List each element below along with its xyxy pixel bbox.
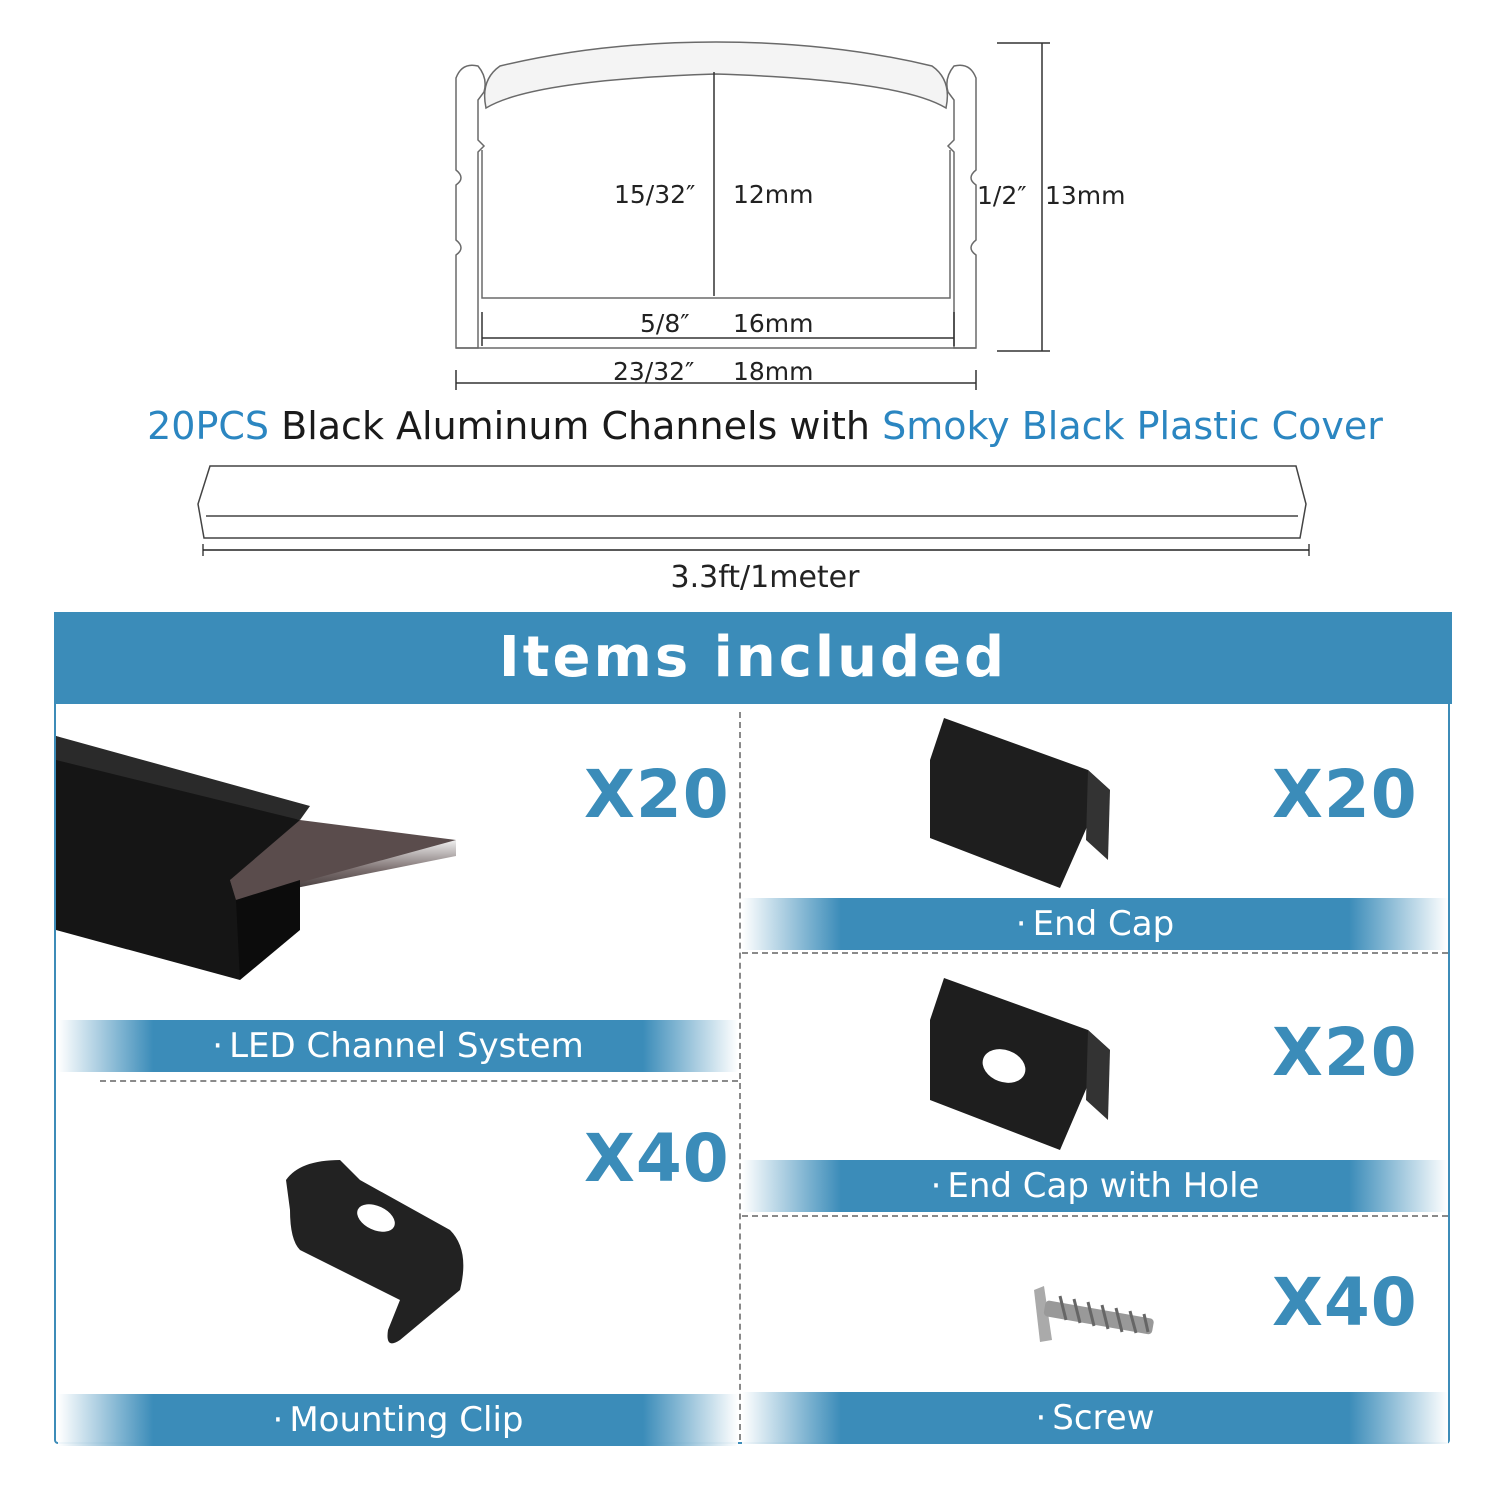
bullet: · [1015, 904, 1027, 944]
technical-drawing [197, 41, 1310, 556]
label-text: Mounting Clip [289, 1400, 524, 1440]
label-text: Screw [1052, 1398, 1155, 1438]
bullet: · [930, 1166, 942, 1206]
headline-middle: Black Aluminum Channels with [269, 404, 883, 448]
outer-width-mm: 18mm [733, 357, 814, 386]
outer-width-in: 23/32″ [613, 357, 695, 386]
channel-profile-diagram [455, 41, 1050, 390]
qty-screw: X40 [1272, 1264, 1418, 1341]
qty-end-cap-hole: X20 [1272, 1014, 1418, 1091]
qty-mounting-clip: X40 [584, 1120, 730, 1197]
bullet: · [272, 1400, 284, 1440]
screw-icon [1034, 1286, 1154, 1342]
inner-height-in: 15/32″ [614, 180, 696, 209]
inner-height-mm: 12mm [733, 180, 814, 209]
panel-divider-right-1 [742, 952, 1448, 954]
inner-width-in: 5/8″ [640, 309, 690, 338]
bullet: · [1035, 1398, 1047, 1438]
channel-length: 3.3ft/1meter [670, 560, 860, 595]
end-cap-with-hole-icon [930, 978, 1110, 1150]
product-headline: 20PCS Black Aluminum Channels with Smoky… [0, 404, 1500, 448]
panel-divider-left [100, 1080, 738, 1082]
label-led-channel: ·LED Channel System [58, 1020, 738, 1072]
mounting-clip-icon [286, 1160, 464, 1344]
label-text: End Cap [1032, 904, 1175, 944]
qty-end-cap: X20 [1272, 756, 1418, 833]
label-screw: ·Screw [742, 1392, 1448, 1444]
label-text: LED Channel System [229, 1026, 584, 1066]
label-end-cap-hole: ·End Cap with Hole [742, 1160, 1448, 1212]
items-header: Items included [54, 612, 1452, 704]
panel-vertical-divider [739, 712, 741, 1440]
panel-divider-right-2 [742, 1215, 1448, 1217]
channel-bar-diagram [197, 465, 1310, 556]
label-text: End Cap with Hole [947, 1166, 1260, 1206]
qty-led-channel: X20 [584, 756, 730, 833]
bullet: · [212, 1026, 224, 1066]
led-channel-icon [56, 736, 456, 980]
outer-height-in: 1/2″ [977, 181, 1027, 210]
inner-width-mm: 16mm [733, 309, 814, 338]
outer-height-mm: 13mm [1045, 181, 1126, 210]
end-cap-icon [930, 718, 1110, 888]
headline-cover: Smoky Black Plastic Cover [882, 404, 1383, 448]
headline-count: 20PCS [147, 404, 270, 448]
label-end-cap: ·End Cap [742, 898, 1448, 950]
label-mounting-clip: ·Mounting Clip [58, 1394, 738, 1446]
